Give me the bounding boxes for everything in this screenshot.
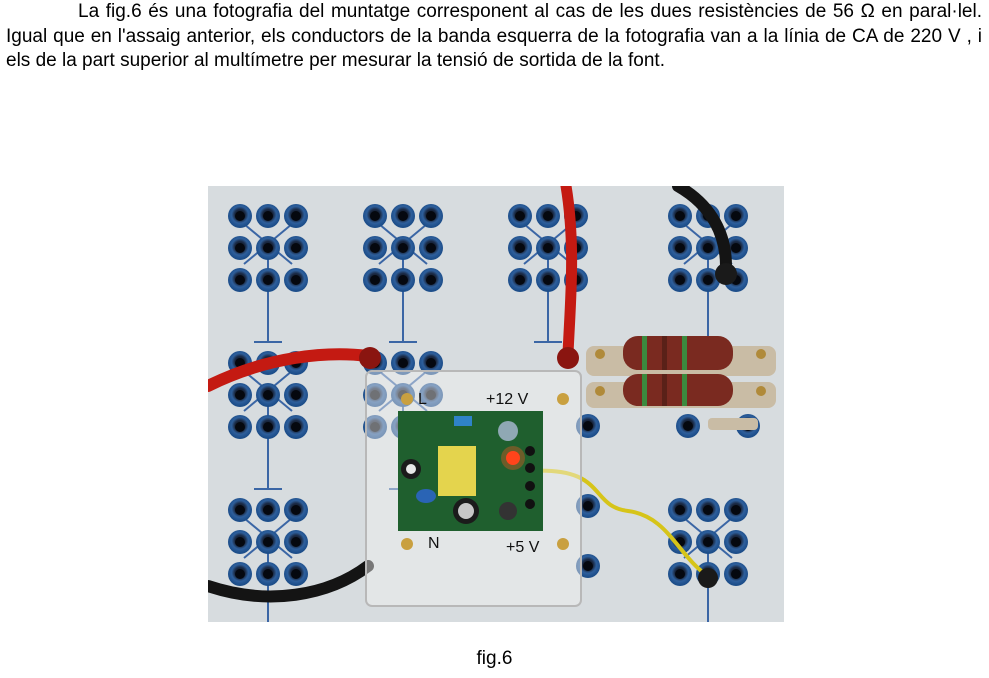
label-N: N — [428, 535, 440, 552]
resistors — [586, 336, 776, 430]
red-led — [506, 451, 520, 465]
paragraph-text-part2: en paral·lel. Igual que en l'assaig ante… — [6, 1, 983, 71]
label-plus-12v: +12 V — [486, 391, 529, 408]
ohm-symbol: Ω — [860, 1, 875, 22]
black-wire-top — [672, 186, 732, 272]
body-paragraph: La fig.6 és una fotografia del muntatge … — [6, 0, 982, 74]
yellow-wire — [527, 468, 710, 578]
circuit-photo: L +12 V N +5 V — [208, 186, 784, 622]
label-plus-5v: +5 V — [506, 539, 540, 556]
black-wire-bottom — [208, 560, 374, 603]
paragraph-text-part1: La fig.6 és una fotografia del muntatge … — [78, 1, 861, 22]
red-wire-top — [560, 186, 578, 360]
label-L: L — [418, 391, 427, 408]
red-wire-left — [208, 348, 374, 392]
figure-caption: fig.6 — [476, 648, 513, 669]
